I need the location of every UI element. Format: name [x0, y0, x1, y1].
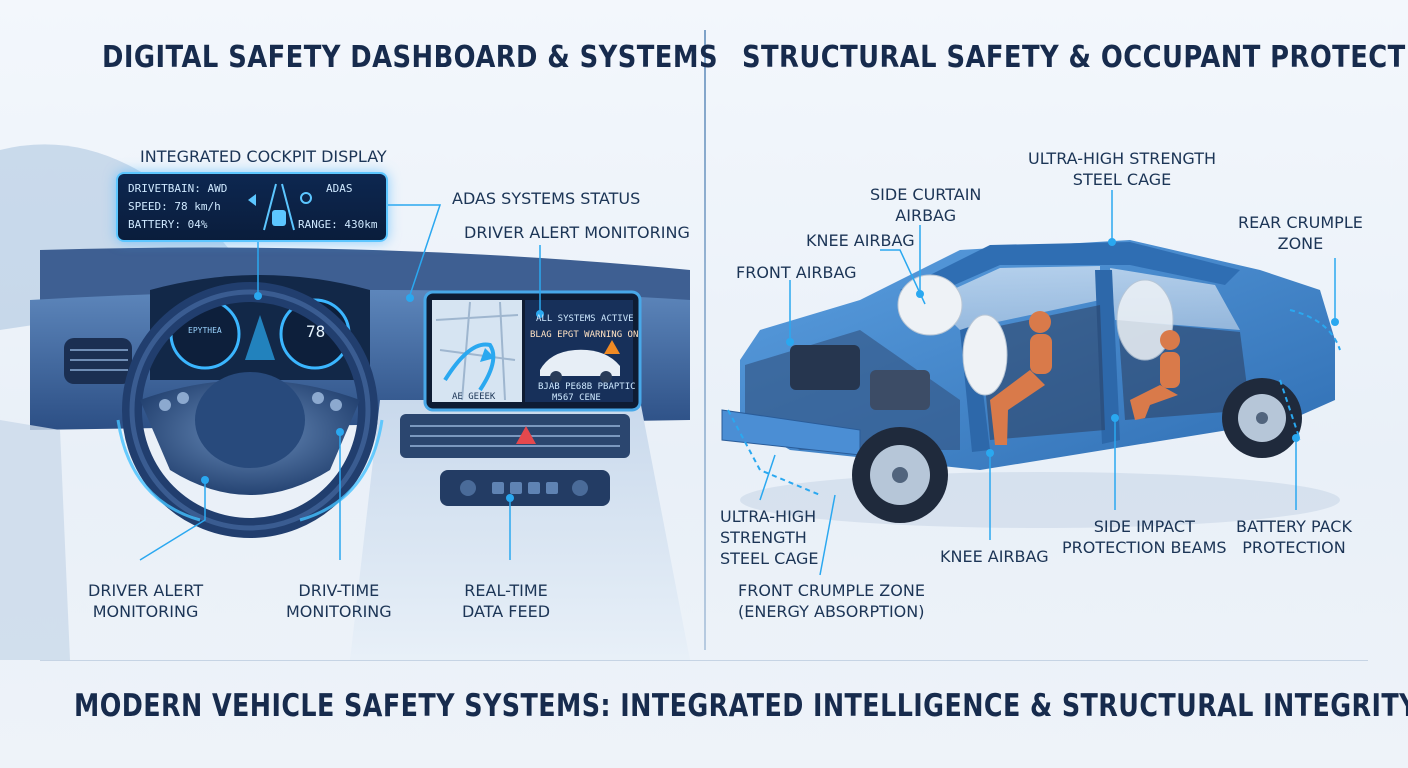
battery-pack-callout: BATTERY PACK PROTECTION	[1236, 517, 1352, 557]
right-leader-lines	[759, 190, 1336, 576]
dashboard-interior	[0, 144, 690, 660]
drivetrain-readout: DRIVETBAIN: AWD	[128, 182, 228, 195]
infotainment-map-label: AE GEEEK	[452, 392, 496, 402]
range-readout: RANGE: 430km	[298, 218, 378, 231]
infotainment-feed-2: M567 CENE	[552, 393, 601, 403]
cockpit-display-label: INTEGRATED COCKPIT DISPLAY	[140, 147, 387, 166]
steel-cage-callout-bottom: ULTRA-HIGH STRENGTH STEEL CAGE	[720, 507, 819, 568]
bottom-banner-title: MODERN VEHICLE SAFETY SYSTEMS: INTEGRATE…	[74, 688, 1408, 724]
speed-readout: SPEED: 78 km/h	[128, 200, 221, 213]
data-feed-callout: REAL-TIME DATA FEED	[462, 581, 551, 621]
steel-cage-callout-top: ULTRA-HIGH STRENGTH STEEL CAGE	[1028, 149, 1217, 189]
side-curtain-callout: SIDE CURTAIN AIRBAG	[870, 185, 982, 225]
left-leader-lines	[139, 204, 541, 561]
infotainment-status: ALL SYSTEMS ACTIVE	[536, 314, 634, 324]
car-cutaway	[721, 240, 1341, 528]
cluster-speed-readout: 78	[306, 322, 326, 341]
adas-readout: ADAS	[326, 182, 353, 195]
knee-airbag-callout-top: KNEE AIRBAG	[806, 231, 915, 250]
driver-alert-callout-bottom: DRIVER ALERT MONITORING	[88, 581, 204, 621]
left-leader-dots	[201, 292, 544, 502]
section-divider	[704, 30, 706, 650]
side-impact-callout: SIDE IMPACT PROTECTION BEAMS	[1062, 517, 1227, 557]
infotainment-feed-1: BJAB PE68B PBAPTIC	[538, 382, 636, 392]
infotainment-warning: BLAG EPGT WARNING ON	[530, 330, 639, 340]
cluster-left-readout: EPYTHEA	[188, 326, 222, 335]
left-section-title: DIGITAL SAFETY DASHBOARD & SYSTEMS	[102, 40, 718, 75]
front-airbag-callout: FRONT AIRBAG	[736, 263, 857, 282]
drive-time-callout: DRIV-TIME MONITORING	[286, 581, 392, 621]
right-leader-dots	[786, 238, 1339, 457]
battery-readout: BATTERY: 04%	[128, 218, 208, 231]
adas-status-callout: ADAS SYSTEMS STATUS	[452, 189, 641, 208]
right-section-title: STRUCTURAL SAFETY & OCCUPANT PROTECTION	[742, 40, 1408, 75]
rear-crumple-callout: REAR CRUMPLE ZONE	[1238, 213, 1363, 253]
front-crumple-callout: FRONT CRUMPLE ZONE (ENERGY ABSORPTION)	[738, 581, 925, 621]
lane-assist-icon	[248, 183, 312, 231]
cockpit-display-panel: DRIVETBAIN: AWD SPEED: 78 km/h BATTERY: …	[116, 172, 388, 242]
bottom-rule	[40, 660, 1368, 661]
knee-airbag-callout-bottom: KNEE AIRBAG	[940, 547, 1049, 566]
driver-alert-callout-top: DRIVER ALERT MONITORING	[464, 223, 690, 242]
